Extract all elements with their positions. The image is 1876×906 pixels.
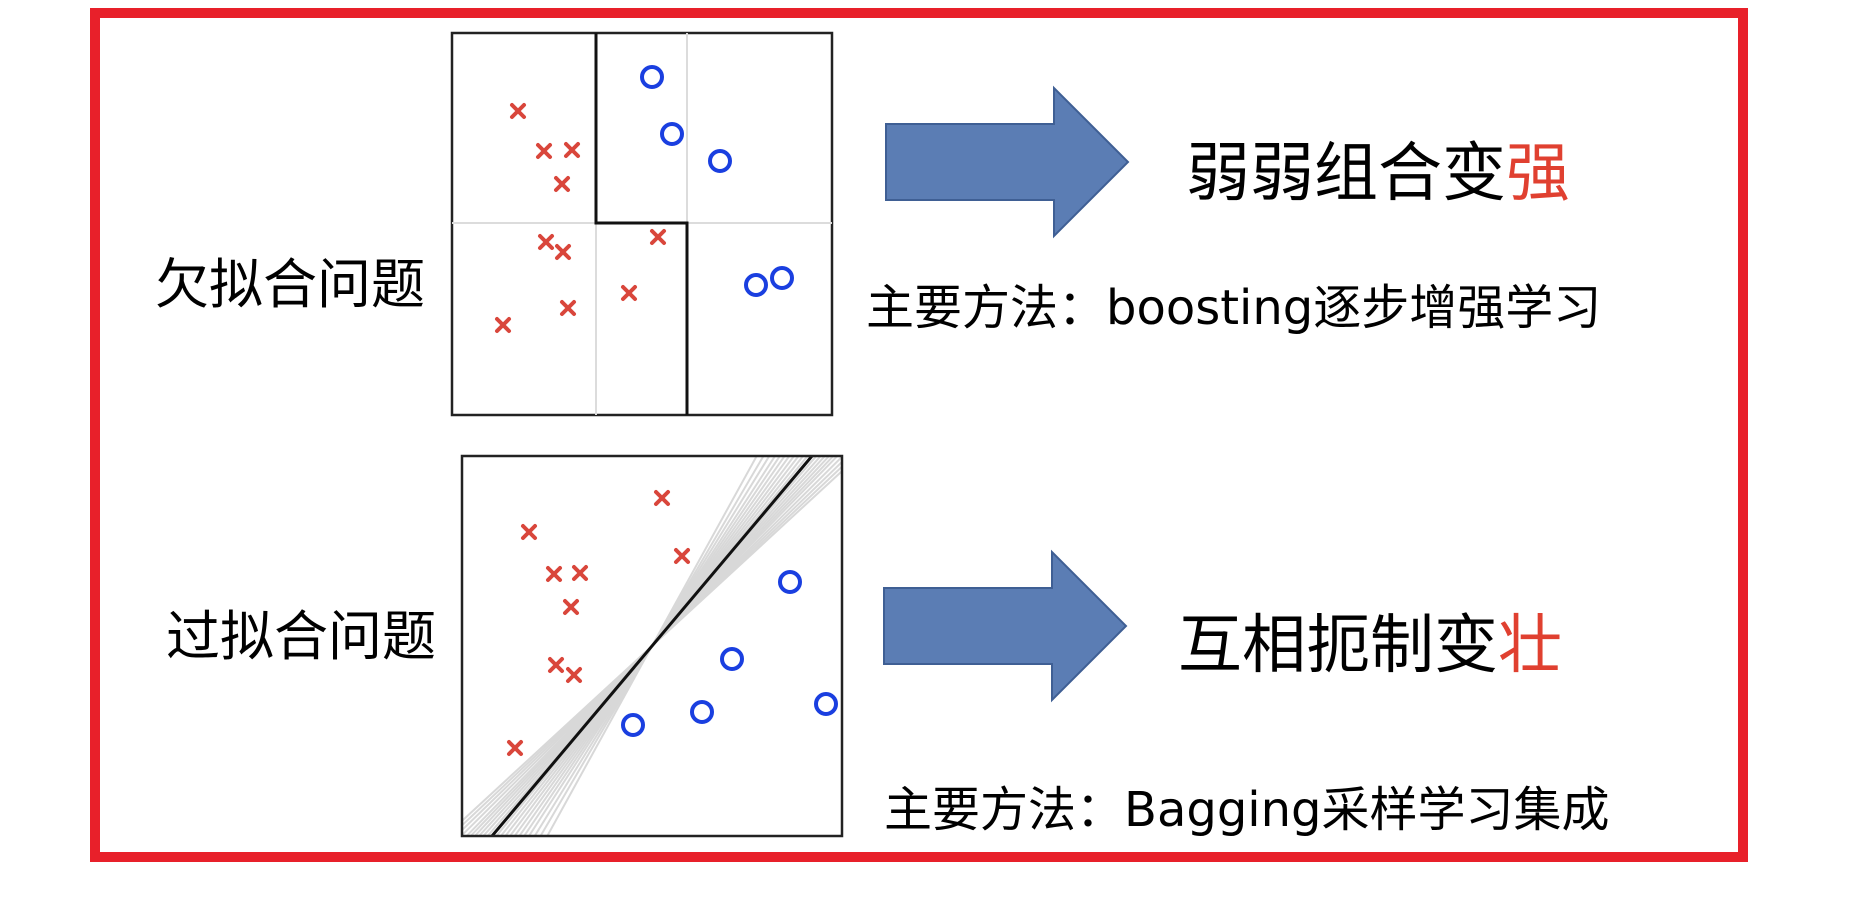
underfit-decision-boundary xyxy=(594,33,689,415)
overfit-result-highlight: 壮 xyxy=(1498,609,1562,683)
overfit-method-name: Bagging xyxy=(1124,782,1322,838)
circle-marker-icon xyxy=(720,647,744,671)
circle-marker-icon xyxy=(690,700,714,724)
circle-marker-icon xyxy=(621,713,645,737)
overfit-method-prefix: 主要方法： xyxy=(884,782,1125,838)
underfit-method-name: boosting xyxy=(1106,280,1314,336)
cross-marker-icon xyxy=(650,229,666,245)
circle-marker-icon xyxy=(640,65,664,89)
cross-marker-icon xyxy=(621,285,637,301)
underfit-result-highlight: 强 xyxy=(1506,137,1570,211)
underfit-method-prefix: 主要方法： xyxy=(866,280,1107,336)
cross-marker-icon xyxy=(555,244,571,260)
underfit-right-arrow-icon xyxy=(885,85,1130,239)
cross-marker-icon xyxy=(554,176,570,192)
circle-marker-icon xyxy=(660,122,684,146)
underfit-result-prefix: 弱弱组合变 xyxy=(1186,137,1506,211)
overfit-method-text: 主要方法：Bagging采样学习集成 xyxy=(884,770,1610,840)
underfit-problem-label: 欠拟合问题 xyxy=(155,253,425,316)
overfit-result-text: 互相扼制变壮 xyxy=(1178,594,1562,686)
cross-marker-icon xyxy=(566,667,582,683)
circle-marker-icon xyxy=(744,273,768,297)
cross-marker-icon xyxy=(564,142,580,158)
cross-marker-icon xyxy=(654,490,670,506)
overfit-bagging-plot xyxy=(460,454,844,838)
overfit-method-suffix: 采样学习集成 xyxy=(1321,782,1610,838)
cross-marker-icon xyxy=(563,599,579,615)
circle-marker-icon xyxy=(814,692,838,716)
cross-marker-icon xyxy=(560,300,576,316)
overfit-problem-label: 过拟合问题 xyxy=(166,605,436,668)
underfit-decision-stump-plot xyxy=(450,31,834,417)
underfit-result-text: 弱弱组合变强 xyxy=(1186,122,1570,214)
circle-marker-icon xyxy=(708,149,732,173)
overfit-right-arrow-icon xyxy=(883,549,1128,703)
overfit-decision-boundary xyxy=(490,455,814,837)
underfit-method-text: 主要方法：boosting逐步增强学习 xyxy=(866,268,1601,338)
cross-marker-icon xyxy=(546,566,562,582)
underfit-method-suffix: 逐步增强学习 xyxy=(1313,280,1602,336)
cross-marker-icon xyxy=(572,565,588,581)
cross-marker-icon xyxy=(495,317,511,333)
cross-marker-icon xyxy=(674,548,690,564)
circle-marker-icon xyxy=(770,266,794,290)
cross-marker-icon xyxy=(548,657,564,673)
circle-marker-icon xyxy=(778,570,802,594)
cross-marker-icon xyxy=(510,103,526,119)
cross-marker-icon xyxy=(536,143,552,159)
cross-marker-icon xyxy=(507,740,523,756)
cross-marker-icon xyxy=(521,524,537,540)
overfit-result-prefix: 互相扼制变 xyxy=(1178,609,1498,683)
highlight-frame xyxy=(90,8,1748,862)
cross-marker-icon xyxy=(538,234,554,250)
